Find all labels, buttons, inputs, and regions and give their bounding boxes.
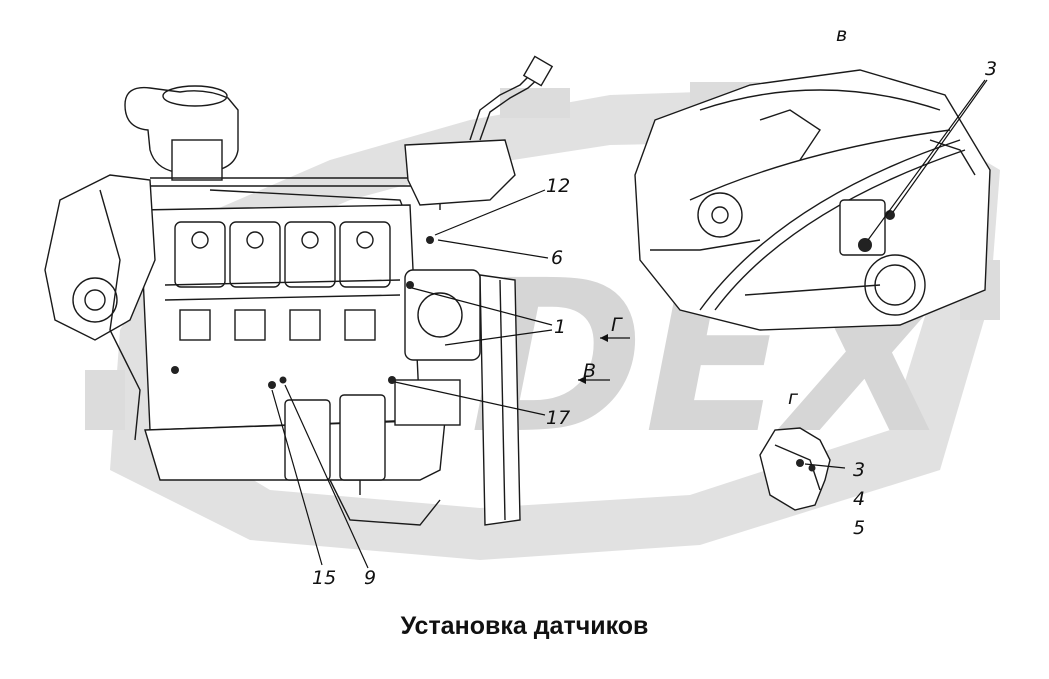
callout-5: 5 — [853, 517, 865, 539]
detail-view-g — [759, 427, 846, 511]
callout-12: 12 — [546, 175, 570, 197]
callout-3-top: 3 — [985, 58, 997, 80]
callout-17: 17 — [546, 407, 570, 429]
detail-view-v — [634, 69, 991, 331]
callout-4: 4 — [853, 488, 865, 510]
callout-15: 15 — [312, 567, 336, 589]
callout-6: 6 — [551, 247, 563, 269]
view-label-v-arrow: В — [583, 360, 596, 382]
view-label-g-arrow: Г — [611, 314, 623, 336]
callout-1: 1 — [554, 316, 566, 338]
view-label-v-top: в — [836, 24, 847, 46]
leader-lines-right — [867, 79, 988, 241]
section-arrow-g — [600, 334, 630, 342]
leader-lines-left — [271, 189, 553, 569]
callout-3-bottom: 3 — [853, 459, 865, 481]
diagram-caption: Установка датчиков — [400, 612, 649, 640]
engine-side-view — [44, 55, 554, 526]
callout-9: 9 — [364, 567, 376, 589]
section-arrow-v — [578, 376, 610, 384]
view-label-g-detail: г — [788, 387, 799, 409]
sensor-markers — [171, 236, 434, 389]
